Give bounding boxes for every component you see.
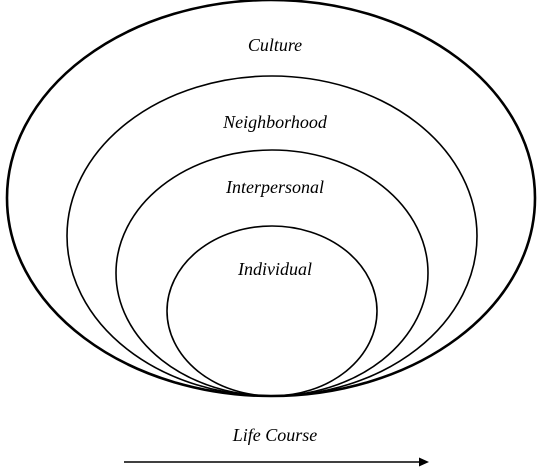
individual-label: Individual: [237, 259, 312, 279]
life-course-arrow: [124, 457, 429, 467]
culture-ring: [5, 0, 537, 398]
neighborhood-label: Neighborhood: [222, 112, 328, 132]
individual-ring: [166, 225, 378, 397]
interpersonal-label: Interpersonal: [225, 177, 324, 197]
life-course-label: Life Course: [232, 425, 318, 445]
culture-label: Culture: [248, 35, 302, 55]
arrow-head-icon: [419, 457, 429, 467]
